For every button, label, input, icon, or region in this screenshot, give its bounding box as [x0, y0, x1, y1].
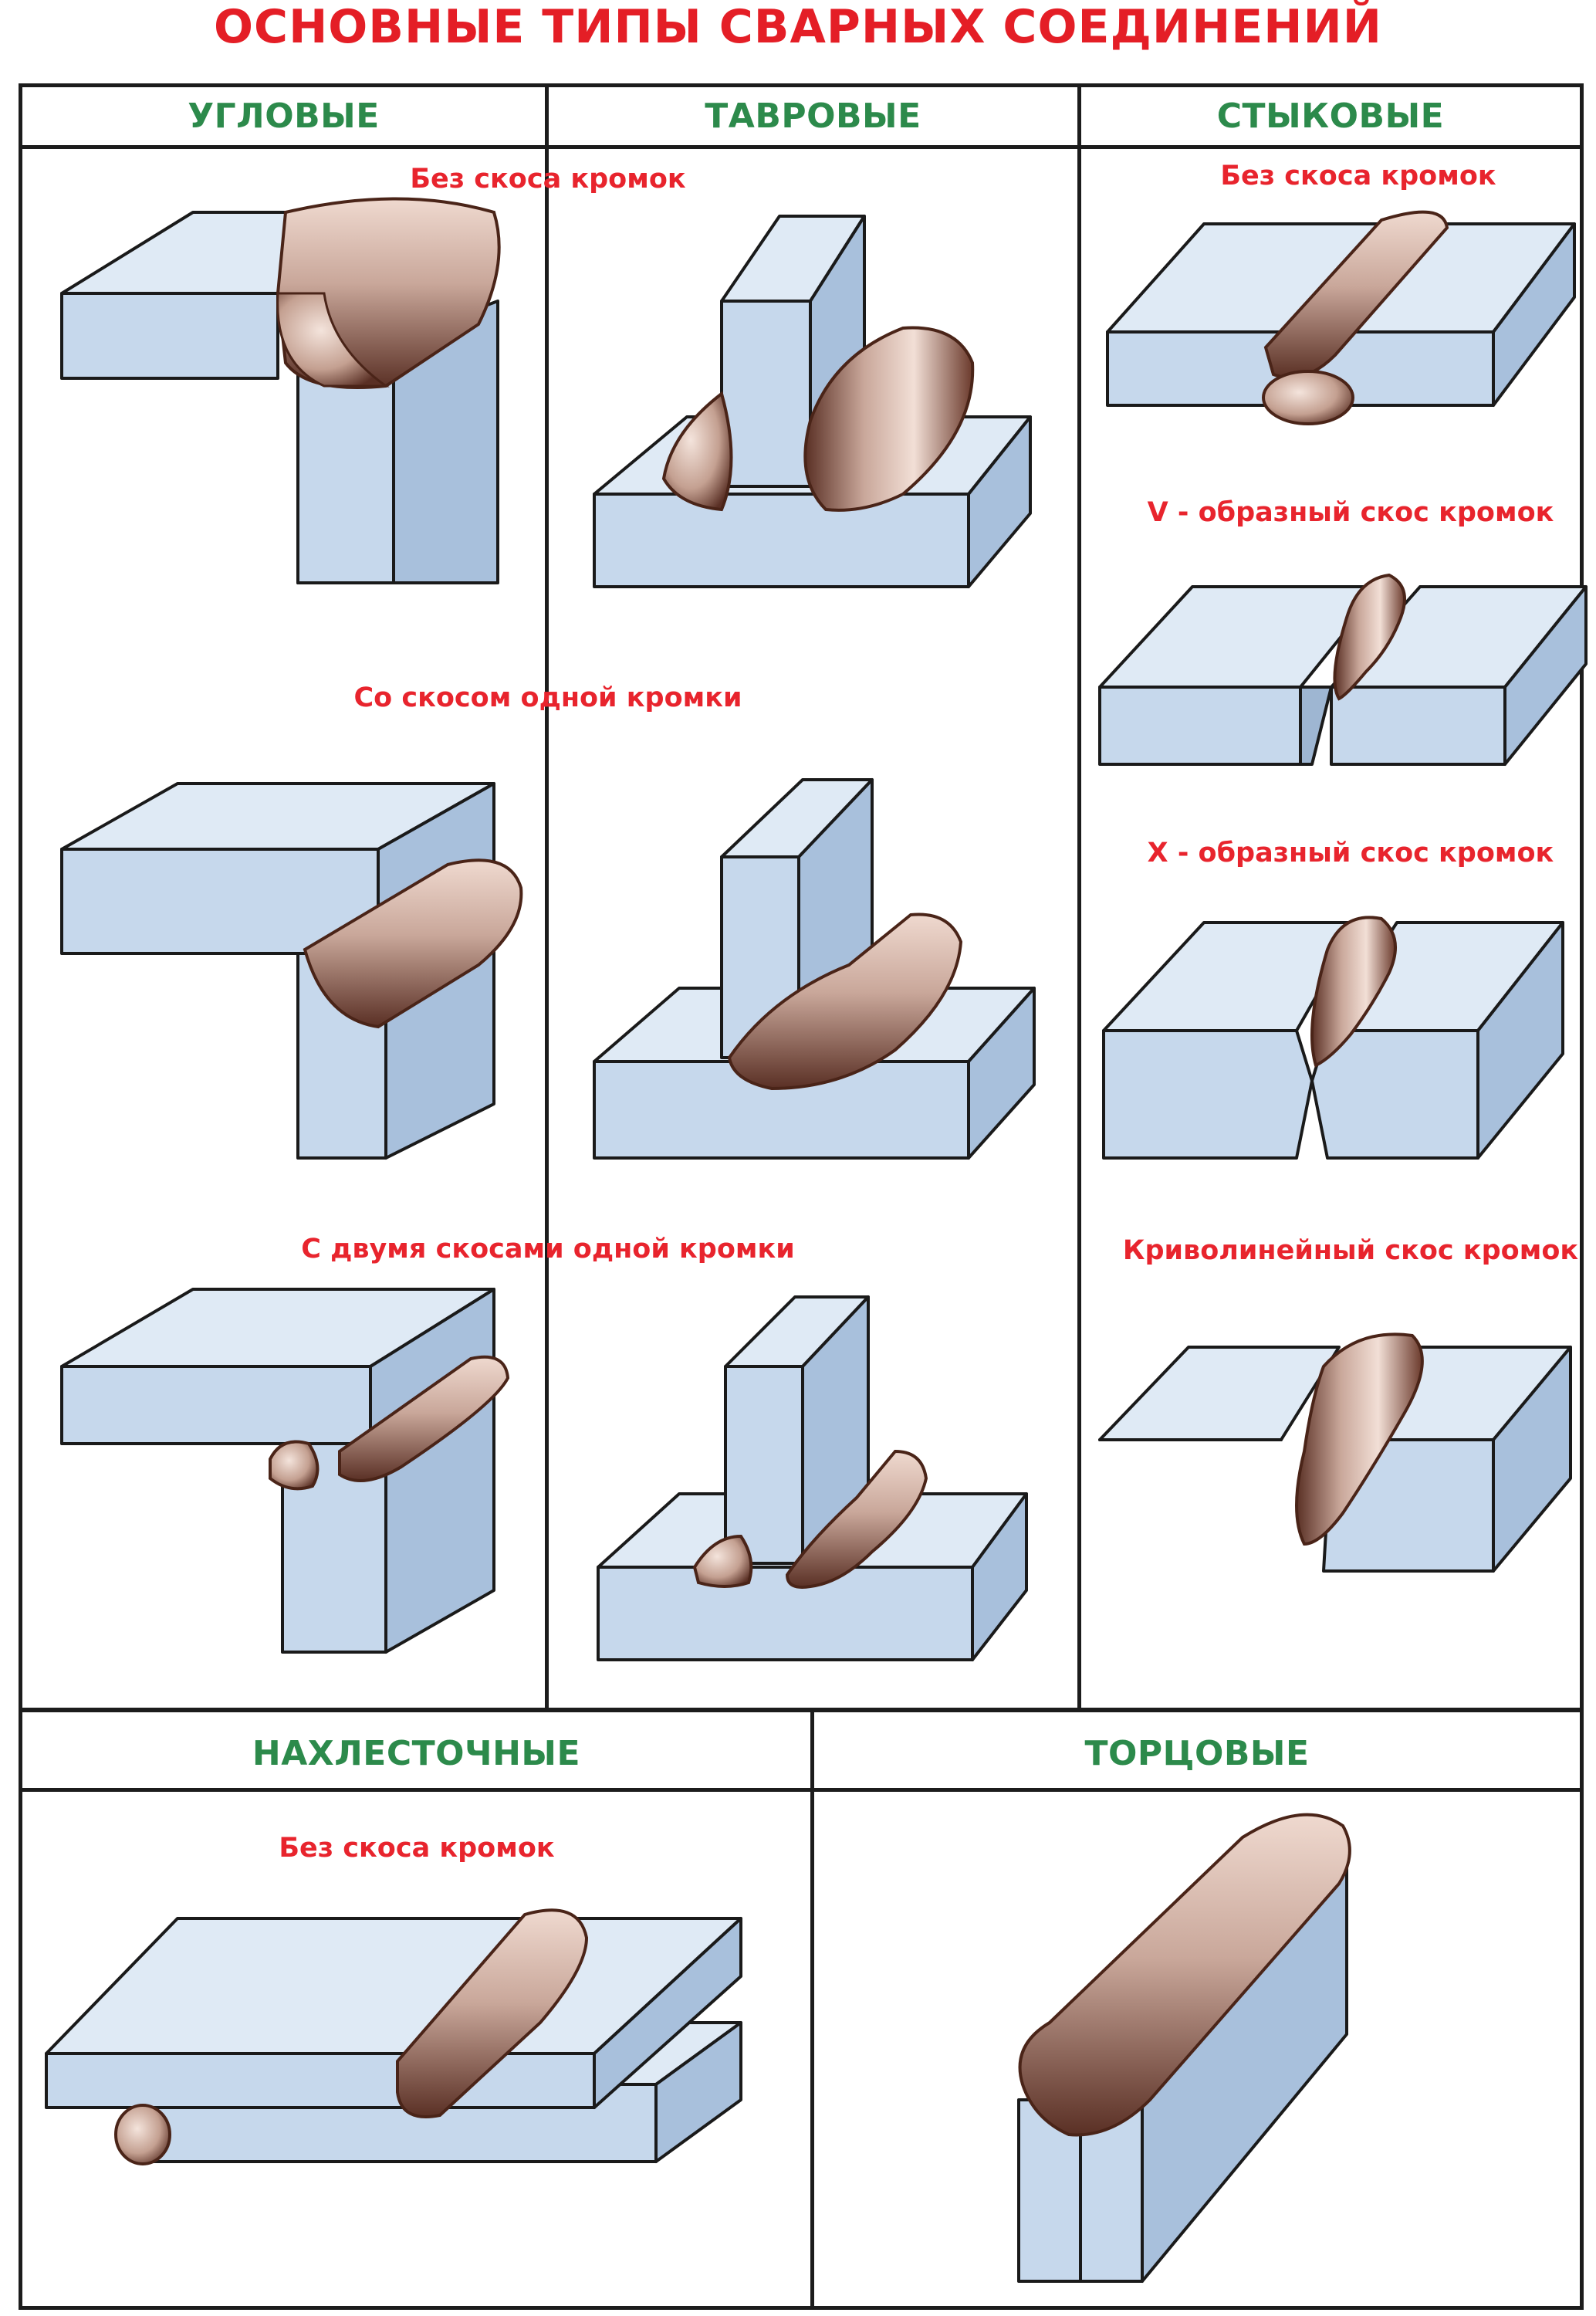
corner-single-bevel-figure — [60, 782, 523, 1160]
lower-header-rule — [19, 1788, 1584, 1792]
label-lap-no-bevel: Без скоса кромок — [279, 1833, 555, 1864]
corner-no-bevel-figure — [60, 197, 501, 584]
butt-x-bevel-figure — [1102, 916, 1564, 1160]
header-lap: нахлесточные — [252, 1734, 581, 1773]
label-x-bevel: X - образный скос кромок — [1147, 838, 1554, 868]
tee-no-bevel-figure — [593, 215, 1032, 588]
header-corner: угловые — [188, 96, 380, 136]
corner-double-bevel-figure — [60, 1288, 510, 1654]
butt-curved-bevel-figure — [1098, 1332, 1572, 1573]
lap-joint-figure — [45, 1908, 742, 2165]
divider-corner-tee — [545, 83, 549, 1712]
edge-joint-figure — [1017, 1813, 1351, 2283]
butt-v-bevel-figure — [1098, 573, 1588, 766]
page-title: Основные типы сварных соединений — [214, 0, 1382, 54]
header-edge: торцовые — [1084, 1734, 1310, 1773]
header-tee: тавровые — [705, 96, 921, 136]
divider-tee-butt — [1077, 83, 1081, 1712]
tee-double-bevel-figure — [597, 1295, 1028, 1661]
label-single-bevel: Со скосом одной кромки — [353, 682, 742, 713]
label-corner-tee-no-bevel: Без скоса кромок — [410, 164, 686, 195]
header-butt: стыковые — [1216, 96, 1445, 136]
label-double-bevel: С двумя скосами одной кромки — [301, 1234, 795, 1265]
tee-single-bevel-figure — [593, 778, 1036, 1160]
divider-lap-edge — [810, 1708, 814, 2310]
label-butt-no-bevel: Без скоса кромок — [1220, 161, 1496, 191]
upper-header-rule — [19, 145, 1584, 149]
label-curved-bevel: Криволинейный скос кромок — [1122, 1235, 1579, 1266]
butt-no-bevel-figure — [1106, 210, 1576, 425]
label-v-bevel: V - образный скос кромок — [1147, 497, 1554, 528]
lower-table-frame — [19, 1708, 1584, 2310]
